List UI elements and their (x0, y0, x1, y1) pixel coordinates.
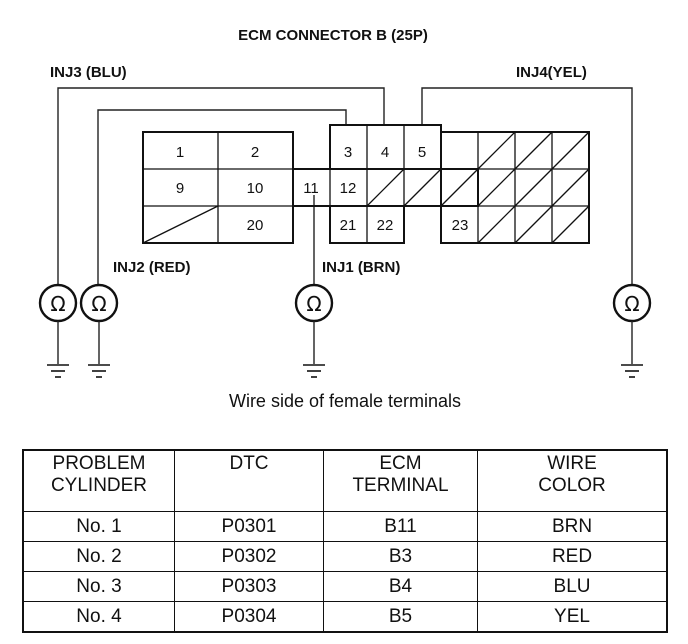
terminal-2: 2 (251, 144, 259, 161)
wire-label-inj3: INJ3 (BLU) (50, 64, 127, 81)
connector-title: ECM CONNECTOR B (25P) (238, 27, 428, 44)
terminal-21: 21 (340, 217, 357, 234)
terminal-23: 23 (452, 217, 469, 234)
terminal-1: 1 (176, 144, 184, 161)
svg-text:Ω: Ω (50, 292, 65, 316)
header-dtc: DTC (174, 449, 324, 512)
cell-wire-color: YEL (477, 601, 668, 633)
cell-wire-color: BLU (477, 571, 668, 602)
wire-label-inj2: INJ2 (RED) (113, 259, 191, 276)
svg-text:Ω: Ω (91, 292, 106, 316)
wire-inj3 (57, 87, 385, 290)
terminal-5: 5 (418, 144, 426, 161)
terminal-20: 20 (247, 217, 264, 234)
cell-terminal: B5 (323, 601, 478, 633)
terminal-3: 3 (344, 144, 352, 161)
ohmmeter-inj1: Ω (294, 283, 334, 323)
cell-terminal: B4 (323, 571, 478, 602)
wire-label-inj1: INJ1 (BRN) (322, 259, 400, 276)
table-row: No. 4 P0304 B5 YEL (22, 601, 668, 633)
terminal-12: 12 (340, 180, 357, 197)
wire-label-inj4: INJ4(YEL) (516, 64, 587, 81)
cell-wire-color: BRN (477, 511, 668, 542)
wire-inj4 (421, 87, 633, 285)
cell-cylinder: No. 2 (22, 541, 175, 572)
connector-diagram: ECM CONNECTOR B (25P) INJ3 (BLU) INJ4(YE… (38, 27, 652, 411)
diagram-caption: Wire side of female terminals (229, 391, 461, 411)
ground-icon (621, 364, 643, 378)
terminal-4: 4 (381, 144, 389, 161)
cell-dtc: P0301 (174, 511, 324, 542)
cell-cylinder: No. 4 (22, 601, 175, 633)
ohmmeter-inj2: Ω (79, 283, 119, 323)
ohmmeter-inj3: Ω (38, 283, 78, 323)
table-row: No. 1 P0301 B11 BRN (22, 511, 668, 542)
terminal-11: 11 (303, 180, 319, 197)
cell-terminal: B11 (323, 511, 478, 542)
cell-wire-color: RED (477, 541, 668, 572)
grounds (47, 321, 643, 378)
terminal-10: 10 (247, 180, 264, 197)
wire-inj2 (97, 109, 347, 290)
table-row: No. 2 P0302 B3 RED (22, 541, 668, 572)
ohmmeter-inj4: Ω (612, 283, 652, 323)
svg-text:Ω: Ω (624, 292, 639, 316)
cell-terminal: B3 (323, 541, 478, 572)
cell-cylinder: No. 3 (22, 571, 175, 602)
ground-icon (303, 364, 325, 378)
terminal-9: 9 (176, 180, 184, 197)
cell-cylinder: No. 1 (22, 511, 175, 542)
ground-icon (88, 364, 110, 378)
cell-dtc: P0302 (174, 541, 324, 572)
cell-dtc: P0303 (174, 571, 324, 602)
ground-icon (47, 364, 69, 378)
connector-b: 1 2 3 4 5 9 10 11 12 20 21 22 23 (142, 124, 590, 244)
terminal-22: 22 (377, 217, 394, 234)
wires (57, 87, 633, 290)
table-row: No. 3 P0303 B4 BLU (22, 571, 668, 602)
cell-dtc: P0304 (174, 601, 324, 633)
svg-text:Ω: Ω (306, 292, 321, 316)
